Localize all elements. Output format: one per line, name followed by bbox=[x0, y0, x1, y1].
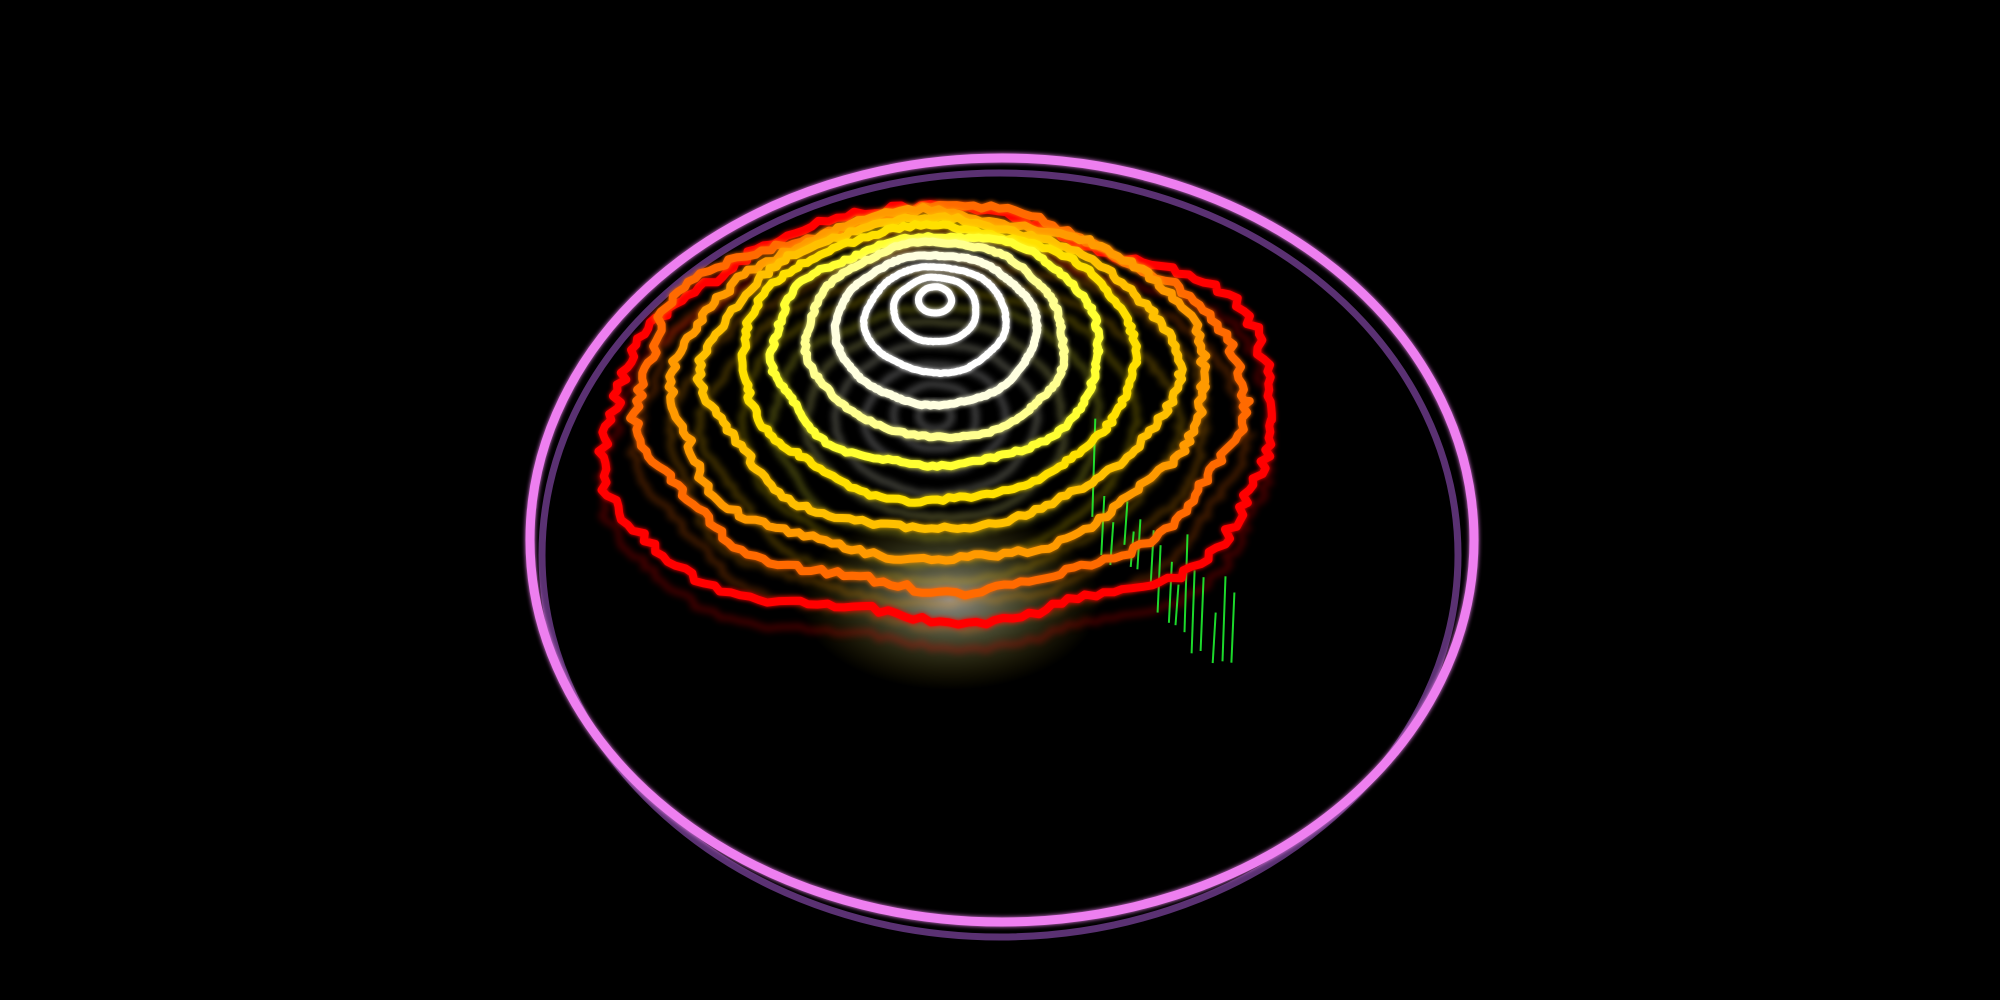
contour-line-level-7 bbox=[800, 237, 1069, 442]
base-ring-shadow bbox=[538, 169, 1462, 941]
base-ring bbox=[525, 153, 1479, 941]
contour-line-level-8 bbox=[830, 251, 1042, 410]
green-marker-line bbox=[1190, 570, 1196, 654]
green-marker-line bbox=[1100, 495, 1106, 556]
contour-line-level-11 bbox=[914, 283, 956, 317]
contour-line-level-1 bbox=[594, 200, 1276, 629]
green-marker-line bbox=[1174, 584, 1180, 626]
contour-reflection-level-5 bbox=[738, 282, 1144, 568]
contour-line-level-9 bbox=[859, 263, 1010, 377]
green-marker-line bbox=[1230, 592, 1236, 663]
green-marker-line bbox=[1167, 561, 1173, 623]
contour-line-level-4 bbox=[692, 212, 1187, 533]
contour-line-level-10 bbox=[890, 273, 980, 346]
green-marker-line bbox=[1183, 534, 1189, 633]
green-marker-line bbox=[1211, 612, 1217, 664]
contour-reflection-level-6 bbox=[766, 303, 1105, 541]
green-marker-line bbox=[1221, 576, 1227, 662]
contour-line-level-5 bbox=[737, 220, 1142, 507]
green-marker-layer bbox=[1091, 418, 1236, 664]
contour-line-level-3 bbox=[664, 203, 1211, 565]
green-marker-line bbox=[1199, 577, 1205, 652]
contour-line-level-6 bbox=[765, 232, 1104, 471]
base-ring-rim bbox=[525, 153, 1479, 927]
contour-lines-layer bbox=[594, 200, 1276, 629]
green-marker-line bbox=[1123, 501, 1129, 545]
contour-reflection-level-10 bbox=[890, 381, 980, 452]
